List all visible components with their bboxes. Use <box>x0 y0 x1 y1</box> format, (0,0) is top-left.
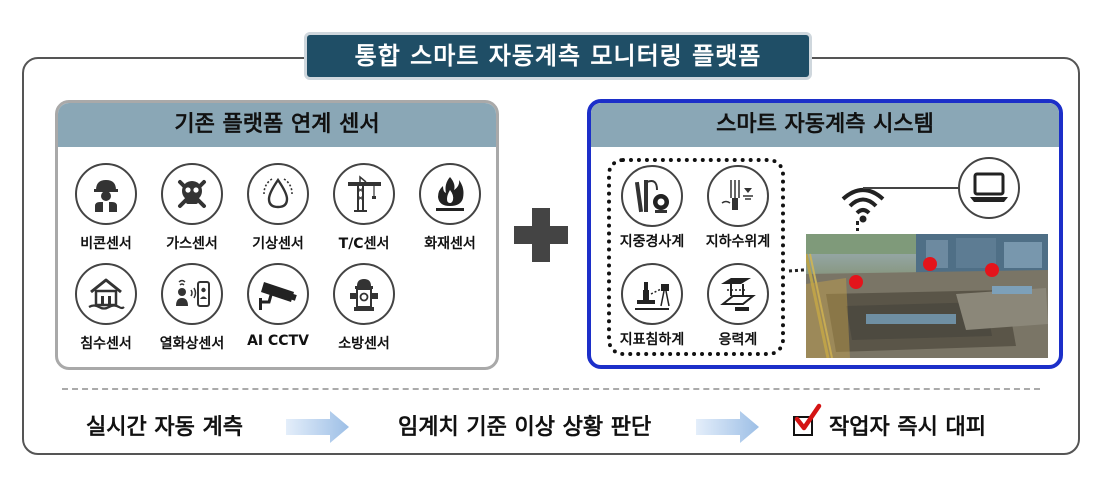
cctv-camera-icon <box>247 263 309 325</box>
plus-icon-vertical <box>532 208 550 262</box>
page-title: 통합 스마트 자동계측 모니터링 플랫폼 <box>304 32 812 80</box>
inclinometer-icon <box>621 165 683 227</box>
sensor-thermal: 열화상센서 <box>150 263 234 353</box>
legacy-panel-heading: 기존 플랫폼 연계 센서 <box>58 103 496 147</box>
smart-panel-heading: 스마트 자동계측 시스템 <box>591 103 1059 147</box>
tower-crane-icon <box>333 163 395 225</box>
skull-crossbones-icon <box>161 163 223 225</box>
water-level-icon <box>707 165 769 227</box>
flow-step-threshold: 임계치 기준 이상 상황 판단 <box>398 415 652 440</box>
worker-helmet-icon <box>75 163 137 225</box>
sensor-label: 지중경사계 <box>619 234 685 250</box>
sensor-ai-cctv: AI CCTV <box>236 263 320 349</box>
sensor-label: 열화상센서 <box>159 336 225 352</box>
sensor-beacon: 비콘센서 <box>64 163 148 253</box>
sensor-label: 비콘센서 <box>80 236 132 252</box>
sensor-tc: T/C센서 <box>322 163 406 253</box>
sensor-fire: 화재센서 <box>408 163 492 253</box>
construction-site-photo <box>806 234 1048 358</box>
measurement-sensor-group <box>607 158 785 356</box>
sensor-label: 기상센서 <box>252 236 304 252</box>
settlement-gauge-icon <box>621 263 683 325</box>
smart-measurement-panel: 스마트 자동계측 시스템 지중경사계 지하수위계 <box>587 99 1063 369</box>
sensor-label: AI CCTV <box>247 333 309 349</box>
legacy-sensor-panel: 기존 플랫폼 연계 센서 비콘센서 가스센서 <box>55 100 499 370</box>
sensor-label: 가스센서 <box>166 236 218 252</box>
flow-step-realtime: 실시간 자동 계측 <box>86 415 243 440</box>
flood-house-icon <box>75 263 137 325</box>
thermal-camera-icon <box>161 263 223 325</box>
water-drop-icon <box>247 163 309 225</box>
sensor-flood: 침수센서 <box>64 263 148 353</box>
flow-arrow-icon <box>696 410 760 448</box>
sensor-label: T/C센서 <box>338 236 390 252</box>
check-mark-icon <box>792 403 822 437</box>
fire-hydrant-icon <box>333 263 395 325</box>
sensor-label: 화재센서 <box>424 236 476 252</box>
strain-gauge-icon <box>707 263 769 325</box>
sensor-weather: 기상센서 <box>236 163 320 253</box>
fire-icon <box>419 163 481 225</box>
flow-step-evacuate: 작업자 즉시 대피 <box>829 415 986 440</box>
sensor-water-level: 지하수위계 <box>695 165 781 251</box>
section-divider <box>62 388 1040 390</box>
flow-arrow-icon <box>286 410 350 448</box>
sensor-settlement: 지표침하계 <box>609 263 695 349</box>
sensor-label: 지표침하계 <box>619 332 685 348</box>
sensor-label: 침수센서 <box>80 336 132 352</box>
connection-line <box>863 187 971 189</box>
laptop-icon <box>958 157 1020 219</box>
sensor-firefighting: 소방센서 <box>322 263 406 353</box>
wifi-icon <box>839 185 887 229</box>
sensor-label: 소방센서 <box>338 336 390 352</box>
sensor-label: 지하수위계 <box>705 234 771 250</box>
sensor-stress: 응력계 <box>695 263 781 349</box>
sensor-label: 응력계 <box>718 332 758 348</box>
sensor-inclinometer: 지중경사계 <box>609 165 695 251</box>
sensor-gas: 가스센서 <box>150 163 234 253</box>
